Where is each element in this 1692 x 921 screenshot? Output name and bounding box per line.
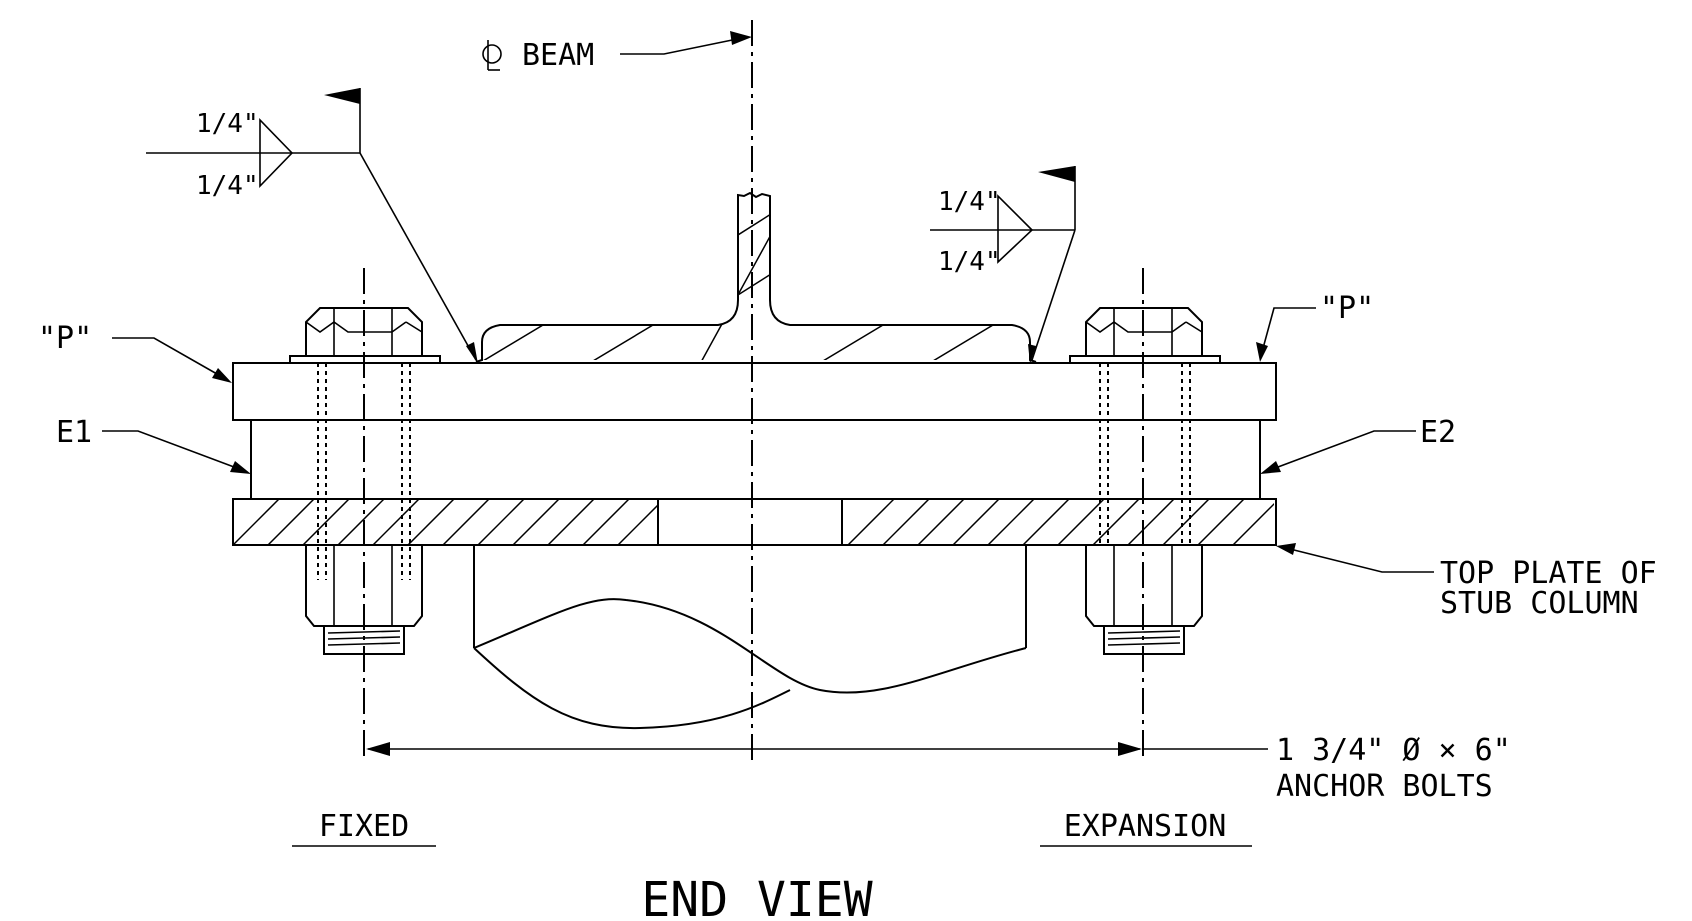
fixed-anchor-bolt [289,307,441,655]
cl-beam-text: BEAM [522,38,594,73]
view-title: END VIEW [641,872,872,921]
cl-beam-label: BEAM [482,31,752,73]
expansion-label: EXPANSION [1040,809,1252,847]
p-plate [232,362,1277,421]
left-weld-symbol: 1/4" 1/4" [146,88,478,364]
right-weld-top-size: 1/4" [938,187,1001,217]
top-plate-callout: TOP PLATE OF STUB COLUMN [1276,543,1657,621]
beam-web [737,191,771,300]
expansion-anchor-bolt [1069,307,1221,655]
view-title-text: END VIEW [641,872,872,921]
p-right-callout: "P" [1256,291,1374,362]
top-plate-text-line2: STUB COLUMN [1440,586,1639,621]
bolt-spacing-dimension [366,742,1268,756]
p-right-text: "P" [1320,291,1374,326]
top-plate-text-line1: TOP PLATE OF [1440,556,1657,591]
stub-column [473,545,1027,730]
e2-text: E2 [1420,415,1456,450]
left-weld-bottom-size: 1/4" [196,171,259,201]
e1-text: E1 [56,415,92,450]
anchor-bolts-text: ANCHOR BOLTS [1276,769,1493,804]
expansion-text: EXPANSION [1064,809,1227,844]
left-weld-top-size: 1/4" [196,109,259,139]
p-left-text: "P" [38,321,92,356]
right-weld-bottom-size: 1/4" [938,247,1001,277]
fixed-label: FIXED [292,809,436,847]
anchor-bolts-callout: 1 3/4" Ø × 6" ANCHOR BOLTS [1276,733,1511,804]
e1-callout: E1 [56,415,251,474]
right-weld-symbol: 1/4" 1/4" [930,166,1076,364]
anchor-bolt-size-text: 1 3/4" Ø × 6" [1276,733,1511,768]
bottom-plate [232,498,1277,546]
sole-plate [475,199,1037,363]
fixed-text: FIXED [319,809,409,844]
p-left-callout: "P" [38,321,232,383]
e2-callout: E2 [1260,415,1456,474]
